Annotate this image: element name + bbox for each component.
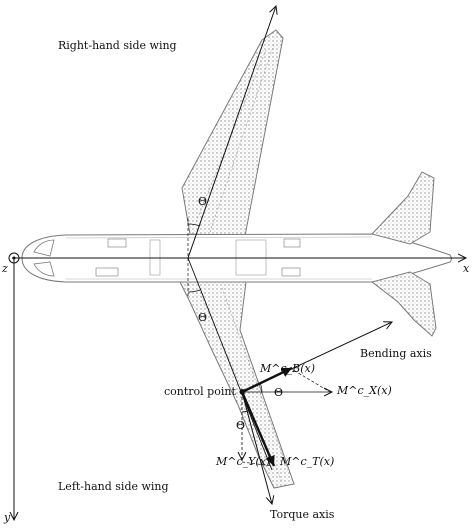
control-point-label: control point c	[164, 385, 246, 398]
moment-y-label: M^c_Y(x)	[216, 455, 271, 468]
torque-axis-label: Torque axis	[270, 508, 335, 521]
moment-x-label: M^c_X(x)	[337, 384, 392, 397]
wing-axes	[187, 6, 276, 471]
x-axis-label: x	[463, 262, 470, 275]
y-axis-label: y	[4, 511, 11, 524]
z-axis-label: z	[2, 262, 8, 275]
right-wing-label: Right-hand side wing	[58, 39, 177, 52]
theta-control-right-label: Θ	[274, 386, 284, 399]
left-wing-label: Left-hand side wing	[58, 480, 169, 493]
theta-upper-label: Θ	[198, 195, 208, 208]
coordinate-axes	[8, 252, 466, 520]
theta-lower-label: Θ	[198, 311, 208, 324]
bending-axis-label: Bending axis	[360, 347, 432, 360]
moment-torque-label: M^c_T(x)	[280, 455, 335, 468]
moment-construction	[240, 322, 393, 504]
moment-bending-label: M^c_B(x)	[260, 362, 316, 375]
tail-fins	[370, 171, 437, 337]
theta-control-down-label: Θ	[236, 419, 246, 432]
